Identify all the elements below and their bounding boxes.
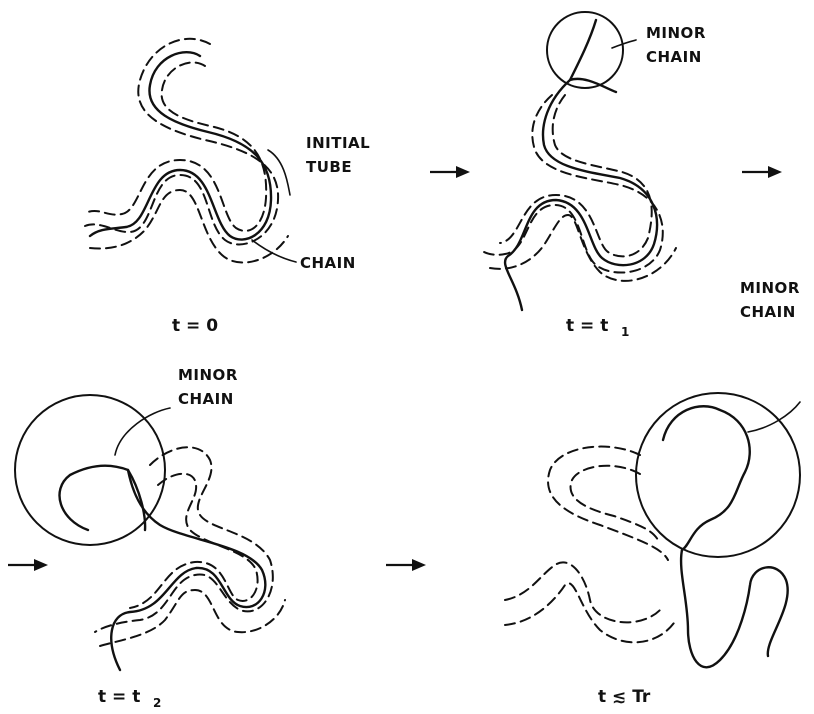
time-label-t1: t = t [566, 316, 608, 336]
arrow-4 [386, 559, 426, 571]
time-label-tr: t ≲ Tr [598, 687, 651, 707]
time-subscript-t2: 2 [153, 696, 161, 710]
minor-chain-tr [663, 406, 750, 550]
minor-chain-circle-t2 [15, 395, 165, 545]
minor-chain-label-right-2: CHAIN [740, 303, 796, 321]
panel-t2: MINOR CHAIN t = t 2 [15, 366, 285, 710]
time-label-t0: t = 0 [172, 316, 218, 336]
tube-tr-lower [505, 562, 660, 622]
tube-t2-inner [130, 474, 258, 608]
chain-label: CHAIN [300, 254, 356, 272]
minor-chain-t2 [60, 466, 146, 530]
panel-t0: INITIAL TUBE CHAIN t = 0 [85, 39, 370, 336]
minor-chain-leader-t1 [612, 40, 636, 48]
initial-tube-lower [90, 190, 288, 263]
minor-chain-label-right-1: MINOR [740, 279, 800, 297]
minor-chain-label-t2-1: MINOR [178, 366, 238, 384]
minor-chain-circle-tr [636, 393, 800, 557]
initial-tube-label-1: INITIAL [306, 134, 370, 152]
tube-tr-outer [548, 447, 668, 560]
tube-t2-lower [100, 590, 285, 646]
arrow-2 [742, 166, 782, 178]
time-label-t2: t = t [98, 687, 140, 707]
panel-tr: t ≲ Tr [505, 393, 800, 707]
time-subscript-t1: 1 [621, 325, 629, 339]
initial-tube-label-2: TUBE [306, 158, 352, 176]
minor-chain-label-t1-1: MINOR [646, 24, 706, 42]
minor-chain-leader-tr [748, 402, 800, 432]
arrow-1 [430, 166, 470, 178]
chain-t2 [111, 470, 265, 670]
tube-t2-outer [95, 447, 273, 632]
chain-tr [681, 550, 788, 667]
chain-t0 [90, 52, 271, 239]
minor-chain-label-t2-2: CHAIN [178, 390, 234, 408]
chain-leader [252, 240, 296, 262]
arrow-3 [8, 559, 48, 571]
minor-chain-label-t1-2: CHAIN [646, 48, 702, 66]
tube-tr-lower-2 [505, 583, 676, 642]
minor-chain-t1 [570, 20, 616, 92]
tube-tr-inner [571, 466, 658, 540]
initial-tube-inner [88, 62, 266, 230]
panel-t1: MINOR CHAIN t = t 1 [484, 12, 706, 339]
chain-t1 [505, 80, 657, 310]
